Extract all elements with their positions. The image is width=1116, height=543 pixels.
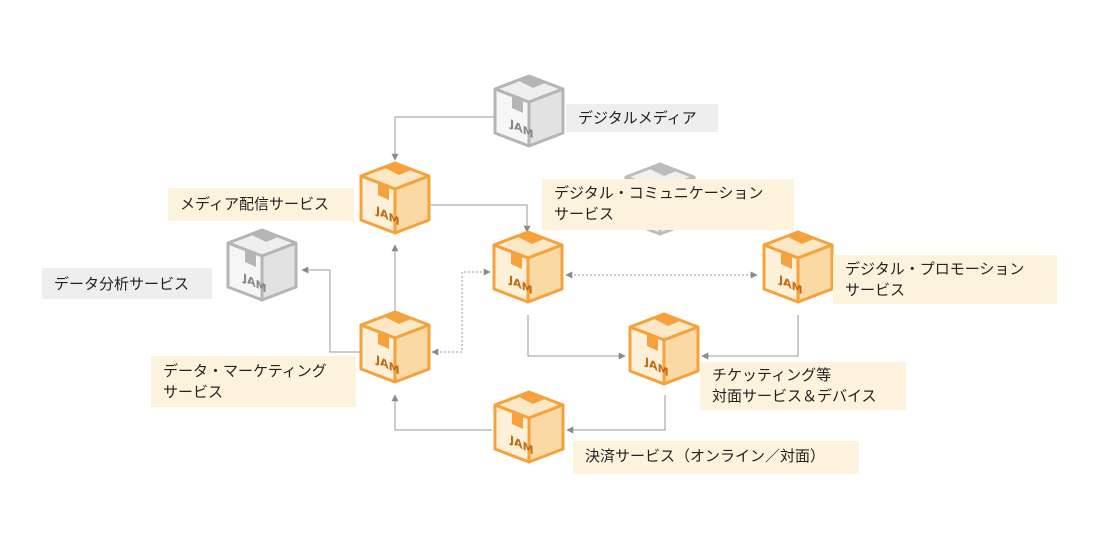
label-ticketing: チケッティング等 対面サービス＆デバイス (700, 362, 906, 410)
connector-ticketing-to-payment (566, 395, 666, 434)
ticketing-box-icon: JAM (628, 312, 700, 386)
payment-box-icon: JAM (493, 390, 565, 464)
label-digital-promotion-line-2: サービス (845, 281, 906, 299)
digital-media-box-icon: JAM (493, 74, 565, 148)
label-data-analysis: データ分析サービス (42, 268, 212, 299)
connector-digital-media-to-media-delivery (391, 116, 495, 161)
label-digital-promotion: デジタル・プロモーション サービス (833, 255, 1057, 304)
label-media-delivery-line-1: メディア配信サービス (180, 195, 329, 213)
label-data-marketing-line-1: データ・マーケティング (163, 362, 327, 380)
connector-media-delivery-to-digital-communication (430, 204, 531, 233)
label-payment-line-1: 決済サービス（オンライン／対面） (585, 447, 826, 465)
label-data-analysis-line-1: データ分析サービス (54, 275, 190, 293)
connector-digital-promotion-to-ticketing (701, 315, 799, 360)
data-marketing-box-icon: JAM (359, 310, 431, 384)
label-data-marketing-line-2: サービス (163, 383, 224, 401)
label-digital-communication: デジタル・コミュニケーション サービス (542, 179, 794, 230)
label-digital-communication-line-2: サービス (554, 205, 615, 223)
connector-payment-to-data-marketing (391, 394, 492, 431)
label-digital-promotion-line-1: デジタル・プロモーション (845, 260, 1025, 278)
connector-digital-communication-to-ticketing (527, 315, 626, 360)
label-ticketing-line-1: チケッティング等 (712, 366, 832, 384)
label-digital-communication-line-1: デジタル・コミュニケーション (554, 184, 764, 202)
connector-data-marketing-to-data-analysis (301, 266, 362, 353)
digital-communication-box-icon: JAM (492, 230, 564, 304)
media-delivery-box-icon: JAM (359, 161, 431, 235)
digital-promotion-box-icon: JAM (762, 230, 834, 304)
connector-data-marketing-digital-communication (431, 268, 491, 356)
label-data-marketing: データ・マーケティング サービス (151, 356, 356, 407)
label-digital-media-line-1: デジタルメディア (578, 109, 697, 127)
label-ticketing-line-2: 対面サービス＆デバイス (712, 387, 877, 405)
label-payment: 決済サービス（オンライン／対面） (573, 441, 859, 474)
data-analysis-box-icon: JAM (226, 228, 298, 302)
label-media-delivery: メディア配信サービス (168, 188, 354, 221)
label-digital-media: デジタルメディア (566, 104, 718, 132)
